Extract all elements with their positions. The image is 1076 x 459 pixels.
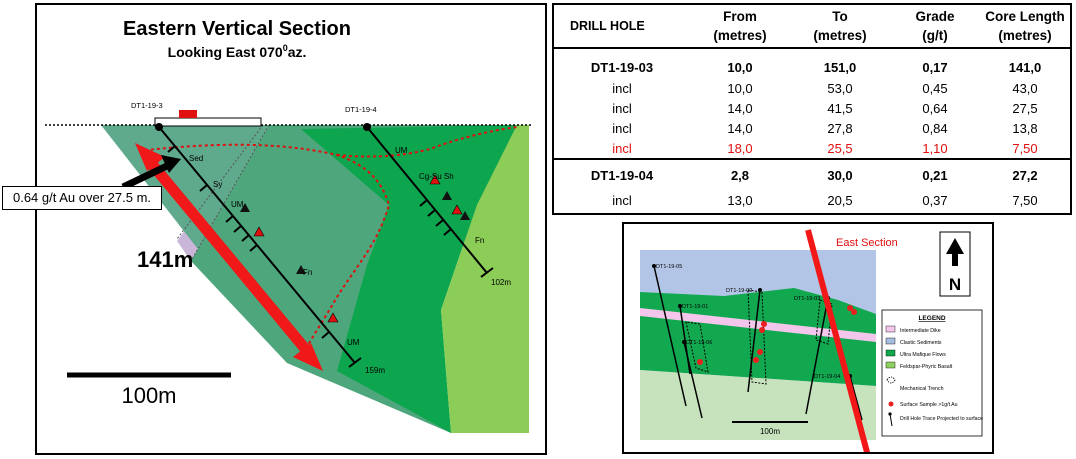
svg-text:Clastic Sediments: Clastic Sediments bbox=[900, 340, 942, 346]
map-drill-traces bbox=[653, 265, 863, 421]
col-header-to: To(metres) bbox=[790, 5, 890, 49]
svg-text:Intermediate Dike: Intermediate Dike bbox=[900, 328, 941, 334]
hole-ticks-3 bbox=[167, 145, 330, 339]
vertical-section-panel: Eastern Vertical Section Looking East 07… bbox=[35, 3, 547, 455]
east-section-label: East Section bbox=[836, 237, 898, 249]
ultramafic-flows-green bbox=[301, 125, 517, 433]
unit-label-sy: Sy bbox=[213, 180, 222, 189]
map-basalt bbox=[640, 370, 876, 440]
map-scale-label: 100m bbox=[760, 427, 780, 436]
map-samples bbox=[697, 305, 857, 365]
map-hole-label: DT1-19-03 bbox=[794, 296, 820, 302]
col-header-core-length: Core Length(metres) bbox=[980, 5, 1070, 49]
red-contact-line bbox=[138, 143, 391, 362]
map-hole-label: DT1-19-04 bbox=[814, 374, 840, 380]
section-subtitle: Looking East 0700az. bbox=[168, 43, 307, 60]
svg-text:Drill Hole Trace Projected to: Drill Hole Trace Projected to surface bbox=[900, 416, 983, 422]
map-hole-label: DT1-19-02 bbox=[726, 288, 752, 294]
north-arrow-icon bbox=[946, 238, 964, 266]
collar-marker bbox=[179, 110, 197, 118]
east-section-line bbox=[805, 229, 871, 457]
scale-label: 100m bbox=[121, 383, 176, 408]
map-hole-label: DT1-19-06 bbox=[686, 340, 712, 346]
legend-drill-trace-label: Drill Hole Trace Projected to surface bbox=[900, 416, 983, 422]
map-dike bbox=[640, 308, 876, 342]
col-header-drill-hole: DRILL HOLE bbox=[554, 5, 690, 49]
unit-label-cgsush: Cg-Su Sh bbox=[419, 172, 454, 181]
table-header-row: DRILL HOLE From(metres) To(metres) Grade… bbox=[554, 5, 1070, 49]
plan-map: DT1-19-05 DT1-19-01 DT1-19-02 DT1-19-03 … bbox=[640, 229, 983, 457]
unit-label-um-2: UM bbox=[347, 338, 360, 347]
map-hole-label: DT1-19-01 bbox=[682, 304, 708, 310]
ultramafic-unit-west bbox=[101, 125, 313, 363]
svg-text:Surface Sample >1g/t Au: Surface Sample >1g/t Au bbox=[900, 402, 958, 408]
hole-label-3: DT1-19-3 bbox=[131, 101, 163, 110]
callout-box: 0.64 g/t Au over 27.5 m. bbox=[2, 186, 162, 210]
length-label: 141m bbox=[137, 247, 193, 272]
hole-label-4: DT1-19-4 bbox=[345, 105, 377, 114]
drill-results-panel: DRILL HOLE From(metres) To(metres) Grade… bbox=[552, 3, 1072, 215]
section-title: Eastern Vertical Section bbox=[123, 18, 351, 40]
map-hole-label: DT1-19-05 bbox=[656, 264, 682, 270]
basalt-unit bbox=[441, 125, 529, 433]
drill-results-table: DRILL HOLE From(metres) To(metres) Grade… bbox=[554, 5, 1070, 210]
svg-text:Feldspar-Phyric Basalt: Feldspar-Phyric Basalt bbox=[900, 364, 953, 370]
col-header-from: From(metres) bbox=[690, 5, 790, 49]
col-header-grade: Grade(g/t) bbox=[890, 5, 980, 49]
svg-text:Mechanical Trench: Mechanical Trench bbox=[900, 386, 944, 392]
plan-map-panel: DT1-19-05 DT1-19-01 DT1-19-02 DT1-19-03 … bbox=[622, 222, 994, 457]
svg-text:LEGEND: LEGEND bbox=[918, 315, 945, 322]
intercept-arrow bbox=[135, 143, 323, 371]
callout-arrow bbox=[121, 161, 171, 191]
unit-label-fn-1: Fn bbox=[303, 268, 312, 277]
north-label: N bbox=[949, 275, 961, 294]
section-diagram: Eastern Vertical Section Looking East 07… bbox=[45, 18, 533, 433]
unit-label-sed: Sed bbox=[189, 154, 203, 163]
depth-label-159: 159m bbox=[365, 366, 385, 375]
map-legend: LEGEND Intermediate Dike Clastic Sedimen… bbox=[881, 309, 983, 437]
trench-box bbox=[154, 117, 262, 127]
depth-label-102: 102m bbox=[491, 278, 511, 287]
unit-label-um-3: UM bbox=[395, 146, 408, 155]
hole-ticks-4 bbox=[419, 199, 452, 236]
unit-label-fn-2: Fn bbox=[475, 236, 484, 245]
sample-triangles bbox=[240, 174, 470, 323]
svg-text:Ultra Mafique Flows: Ultra Mafique Flows bbox=[900, 352, 946, 358]
unit-label-um-1: UM bbox=[231, 200, 244, 209]
